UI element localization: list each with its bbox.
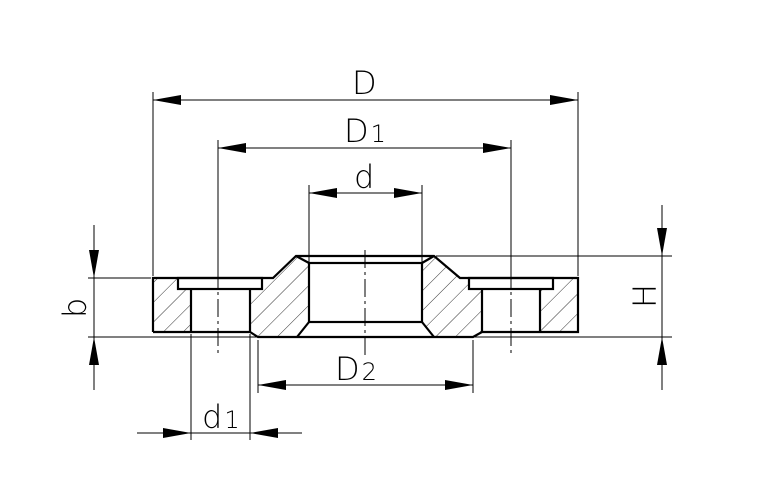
label-D2-main: D [335,350,360,388]
dim-b [89,225,99,390]
dim-D1 [218,143,511,153]
label-d1-sub: 1 [224,406,239,434]
extension-lines [88,92,672,440]
label-D2: D2 [335,350,377,388]
label-d1-main: d [202,398,222,436]
label-d1: d1 [202,398,240,436]
dim-d1 [137,428,302,438]
label-b: b [56,298,94,318]
label-D2-sub: 2 [362,358,377,386]
label-H: H [626,284,664,308]
label-D1-sub: 1 [371,120,386,148]
dimension-lines [89,95,667,438]
dim-H [657,205,667,390]
dim-d [309,188,422,198]
label-d: d [354,158,374,196]
dim-D2 [258,380,473,390]
label-D: D [352,64,377,102]
dim-D [153,95,578,105]
label-D1: D1 [344,112,386,150]
label-D1-main: D [344,112,369,150]
section-hatching [153,256,578,337]
